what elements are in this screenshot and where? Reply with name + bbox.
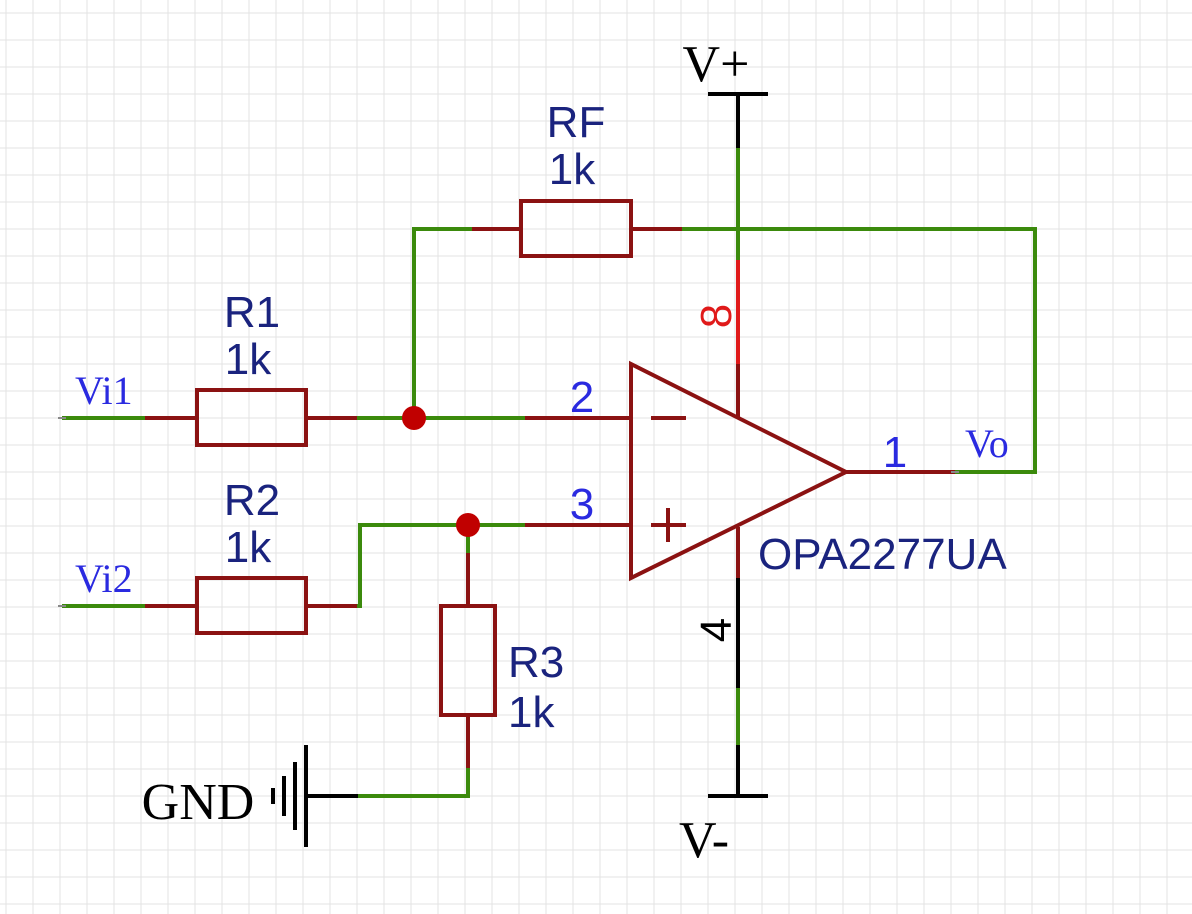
- component-labels: RF 1k R1 1k R2 1k R3 1k OPA2277UA: [224, 98, 1007, 737]
- resistor-r3[interactable]: [439, 553, 497, 768]
- rf-value-label: 1k: [549, 145, 596, 194]
- resistor-rf[interactable]: [472, 199, 682, 258]
- wire-feedback-left[interactable]: [412, 227, 472, 418]
- net-label-vi2[interactable]: Vi2: [75, 556, 133, 601]
- r3-value-label: 1k: [508, 688, 555, 737]
- opamp-triangle: [629, 360, 851, 582]
- pin-3-number: 3: [570, 480, 594, 529]
- pin-numbers: 2 3 1 8 4: [570, 304, 907, 642]
- resistor-r2[interactable]: [145, 576, 357, 635]
- rf-ref-label: RF: [547, 98, 606, 147]
- resistors: [145, 199, 682, 768]
- vplus-symbol[interactable]: [708, 92, 768, 148]
- r2-ref-label: R2: [224, 476, 280, 525]
- wire-feedback-right[interactable]: [682, 227, 1037, 474]
- net-stubs: [58, 417, 959, 607]
- r1-value-label: 1k: [225, 335, 272, 384]
- opamp-part-label: OPA2277UA: [758, 530, 1007, 579]
- vminus-symbol[interactable]: [708, 578, 768, 798]
- ground-symbol[interactable]: [271, 745, 358, 847]
- power-label-vplus: V+: [683, 36, 750, 93]
- net-labels: Vi1 Vi2 Vo V+ V- GND: [75, 36, 1009, 869]
- junction-inverting[interactable]: [402, 406, 426, 430]
- power-label-gnd: GND: [142, 774, 255, 831]
- opamp-opa2277ua[interactable]: [525, 260, 955, 582]
- junction-noninverting[interactable]: [456, 513, 480, 537]
- power-label-vminus: V-: [679, 812, 729, 869]
- pin-4-number: 4: [692, 618, 741, 642]
- wire-r2-to-junction[interactable]: [357, 523, 525, 608]
- r2-value-label: 1k: [225, 523, 272, 572]
- net-label-vo[interactable]: Vo: [965, 421, 1009, 466]
- net-label-vi1[interactable]: Vi1: [75, 368, 133, 413]
- pin-1-number: 1: [883, 428, 907, 477]
- r3-ref-label: R3: [508, 638, 564, 687]
- r1-ref-label: R1: [224, 288, 280, 337]
- pin-8-number: 8: [692, 304, 741, 328]
- power-symbols: [271, 92, 768, 847]
- pin-2-number: 2: [570, 373, 594, 422]
- resistor-r1[interactable]: [145, 388, 357, 447]
- junctions: [402, 406, 480, 537]
- wire-r3-to-gnd[interactable]: [358, 768, 470, 798]
